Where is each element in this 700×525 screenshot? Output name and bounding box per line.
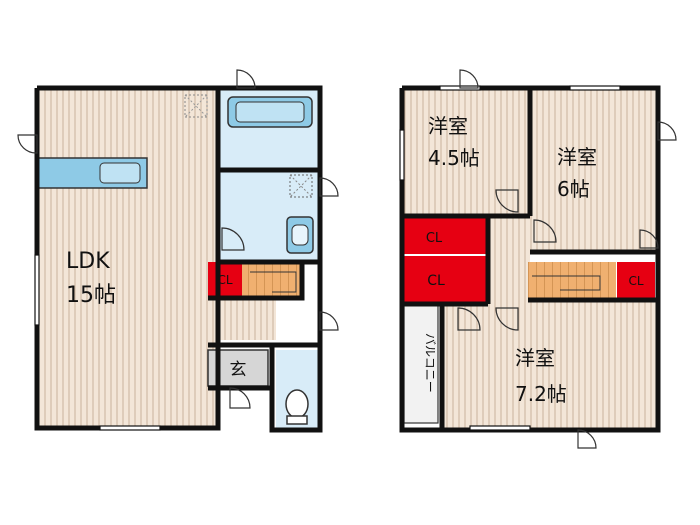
room-6-name: 洋室 — [557, 145, 597, 169]
closet-f1 — [208, 262, 242, 296]
entrance-label: 玄 — [230, 360, 247, 380]
stairs-f1 — [242, 262, 302, 298]
room-4-5-name: 洋室 — [428, 114, 468, 138]
closet-f2-3-label: CL — [628, 274, 643, 288]
room-7-2-size: 7.2帖 — [515, 382, 567, 406]
room-6-floor — [530, 90, 656, 252]
doors-f2 — [457, 69, 677, 449]
closet-f1-label: CL — [217, 273, 232, 287]
stairs-f2 — [528, 262, 616, 298]
room-4-5-size: 4.5帖 — [428, 146, 480, 170]
room-6-size: 6帖 — [557, 177, 590, 201]
toilet-bowl — [285, 389, 309, 419]
closet-f2-3 — [617, 262, 655, 298]
hall-f2-floor — [488, 216, 530, 304]
closet-f2-1-label: CL — [426, 231, 443, 246]
balcony-label: バルコニー — [423, 333, 437, 393]
fridge-space — [184, 94, 208, 118]
windows-f1 — [34, 254, 161, 431]
ldk-floor — [37, 88, 217, 428]
closet-f2-1 — [404, 218, 486, 254]
doors-f1 — [17, 69, 339, 409]
balcony — [403, 304, 439, 424]
floor-1: CL 玄 LDK 15帖 — [17, 69, 339, 433]
ldk-size: 15帖 — [66, 283, 116, 308]
closet-f2-2 — [404, 256, 486, 302]
washing-machine-space — [289, 174, 313, 198]
closet-f2-2-label: CL — [427, 273, 445, 289]
room-4-5-floor — [404, 90, 528, 216]
room-7-2-name: 洋室 — [515, 346, 555, 370]
floor-2: バルコニー CL CL CL 洋室 4.5帖 洋室 6帖 洋室 7.2帖 — [399, 69, 677, 449]
ldk-name: LDK — [66, 249, 110, 274]
